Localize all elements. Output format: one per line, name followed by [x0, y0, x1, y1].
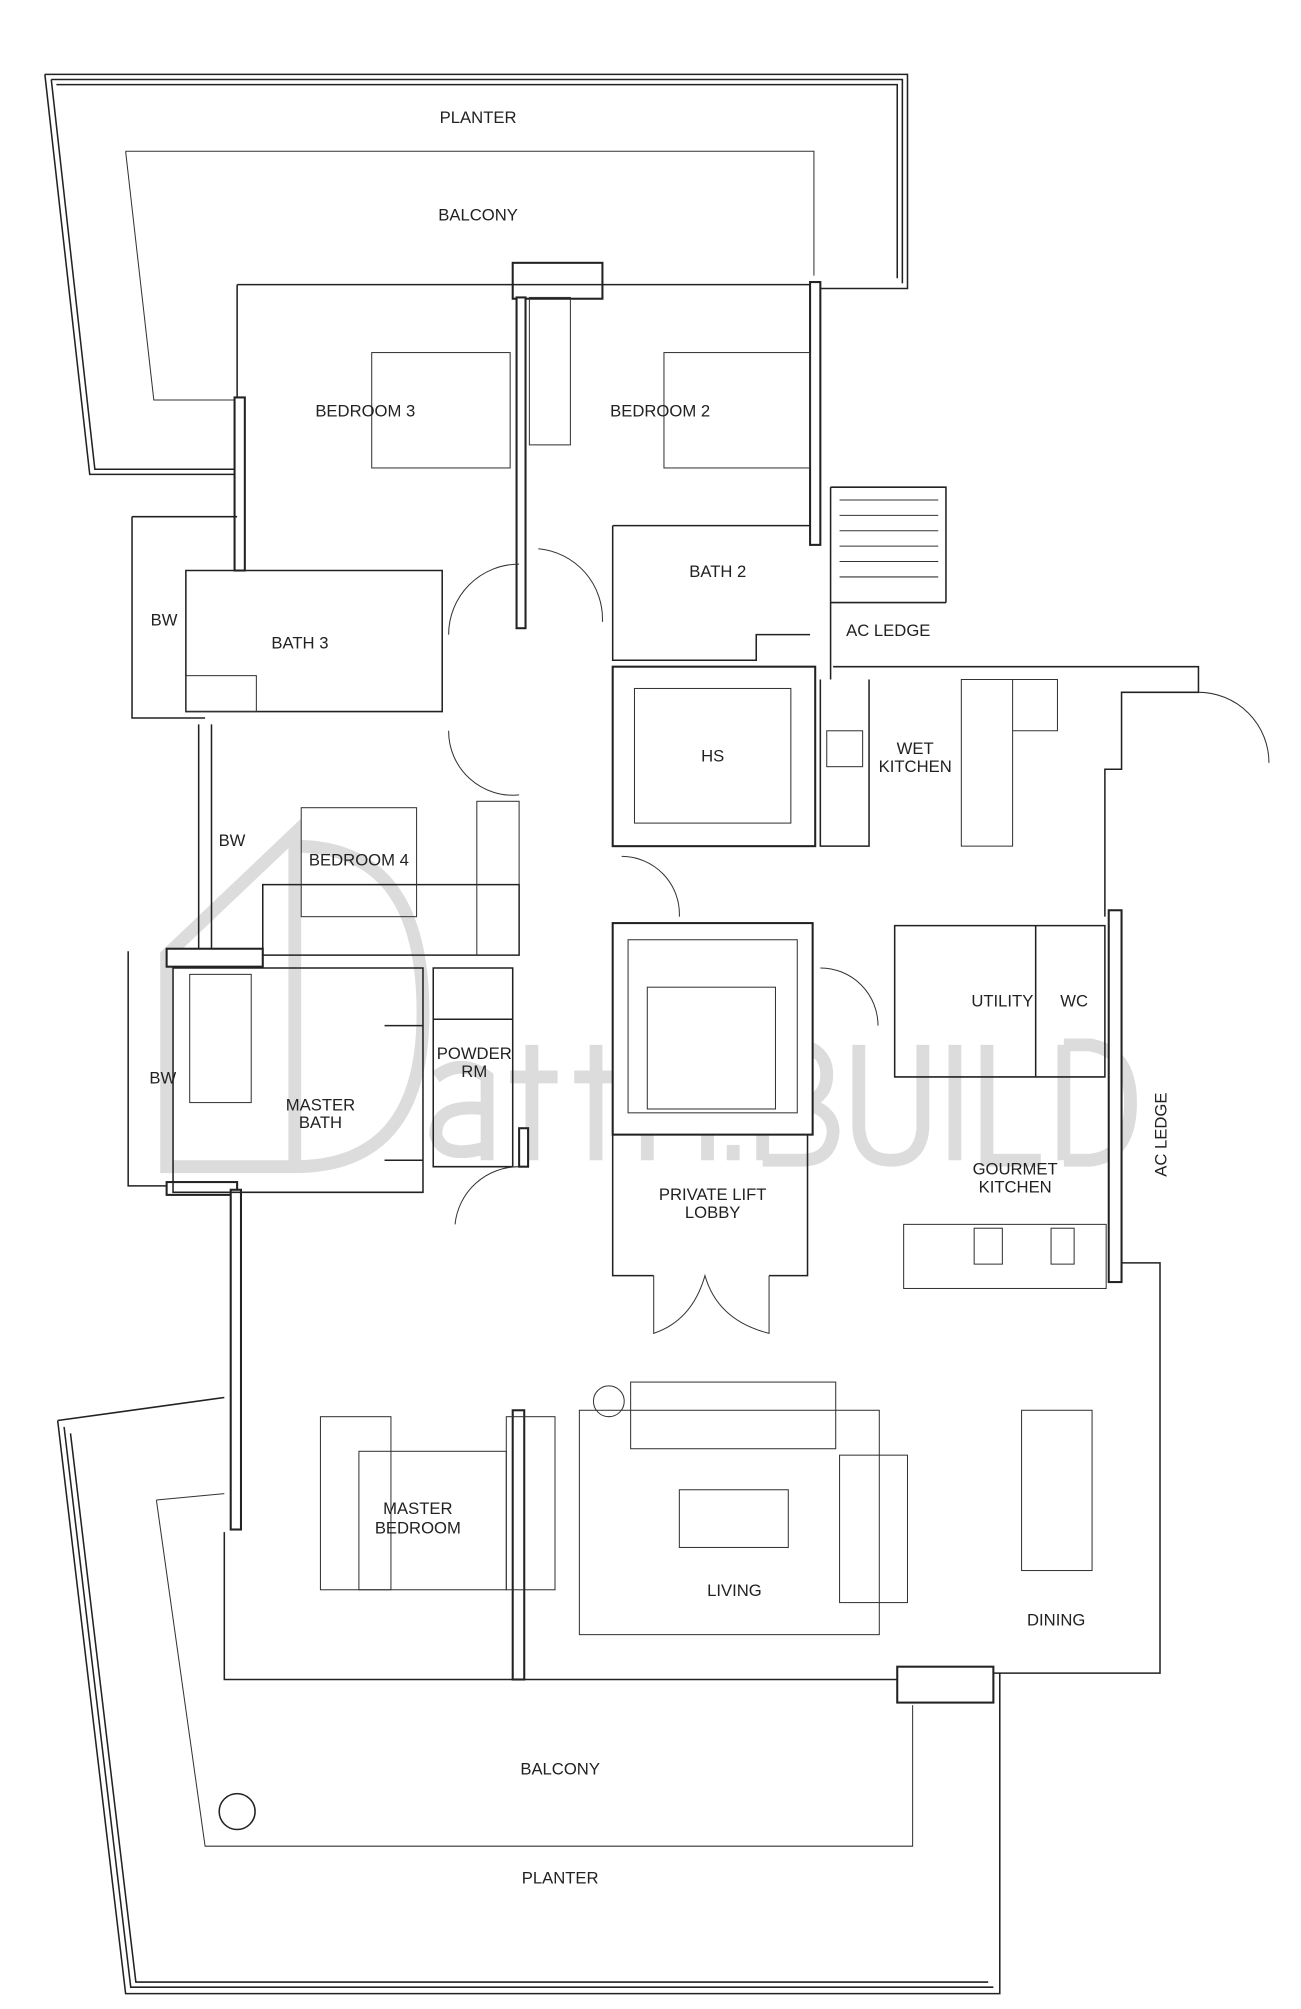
label-lift-1: PRIVATE LIFT [659, 1185, 767, 1204]
label-gourmet-1: GOURMET [973, 1159, 1058, 1178]
interior-partitions [172, 486, 1270, 1335]
wardrobe [528, 296, 571, 446]
label-ac-ledge-side: AC LEDGE [1151, 1093, 1170, 1177]
label-master-bedroom-1: MASTER [383, 1499, 452, 1518]
label-wet-kitchen-2: KITCHEN [879, 757, 952, 776]
label-wet-kitchen-1: WET [897, 739, 934, 758]
label-powder-2: RM [461, 1062, 487, 1081]
label-wc: WC [1060, 991, 1088, 1010]
label-living: LIVING [707, 1581, 762, 1600]
label-planter-bottom: PLANTER [522, 1868, 599, 1887]
label-bath2: BATH 2 [689, 562, 746, 581]
living-rug [578, 1409, 880, 1636]
bench [319, 1416, 392, 1591]
label-hs: HS [701, 747, 724, 766]
wardrobe [476, 800, 520, 956]
top-balcony [44, 73, 909, 476]
label-dining: DINING [1027, 1611, 1085, 1630]
bed-bedroom3 [371, 352, 511, 469]
armchair [839, 1454, 909, 1604]
label-bedroom3: BEDROOM 3 [315, 402, 415, 421]
exterior-walls [127, 281, 1200, 1681]
sofa [630, 1381, 837, 1450]
label-gourmet-2: KITCHEN [979, 1177, 1052, 1196]
label-master-bath-2: BATH [299, 1113, 342, 1132]
label-bw-2: BW [219, 831, 246, 850]
room-labels: PLANTER BALCONY BEDROOM 3 BEDROOM 2 BATH… [149, 108, 1170, 1887]
label-ac-ledge-top: AC LEDGE [846, 621, 930, 640]
label-master-bath-1: MASTER [286, 1095, 355, 1114]
label-balcony-bottom: BALCONY [520, 1759, 600, 1778]
tv-console [505, 1416, 556, 1591]
label-bedroom4: BEDROOM 4 [309, 850, 409, 869]
label-bw-1: BW [151, 611, 178, 630]
label-lift-2: LOBBY [685, 1203, 741, 1222]
label-master-bedroom-2: BEDROOM [375, 1518, 461, 1537]
label-bedroom2: BEDROOM 2 [610, 402, 710, 421]
dining-table [1021, 1409, 1093, 1572]
label-bath3: BATH 3 [271, 634, 328, 653]
coffee-table [678, 1489, 789, 1548]
side-table [592, 1385, 625, 1418]
furniture [319, 296, 1093, 1636]
bottom-balcony [56, 1396, 1001, 1995]
label-utility: UTILITY [971, 991, 1033, 1010]
label-planter-top: PLANTER [440, 108, 517, 127]
bed-bedroom2 [663, 352, 811, 469]
label-balcony-top: BALCONY [438, 206, 518, 225]
label-powder-1: POWDER [437, 1044, 512, 1063]
label-bw-3: BW [149, 1068, 176, 1087]
